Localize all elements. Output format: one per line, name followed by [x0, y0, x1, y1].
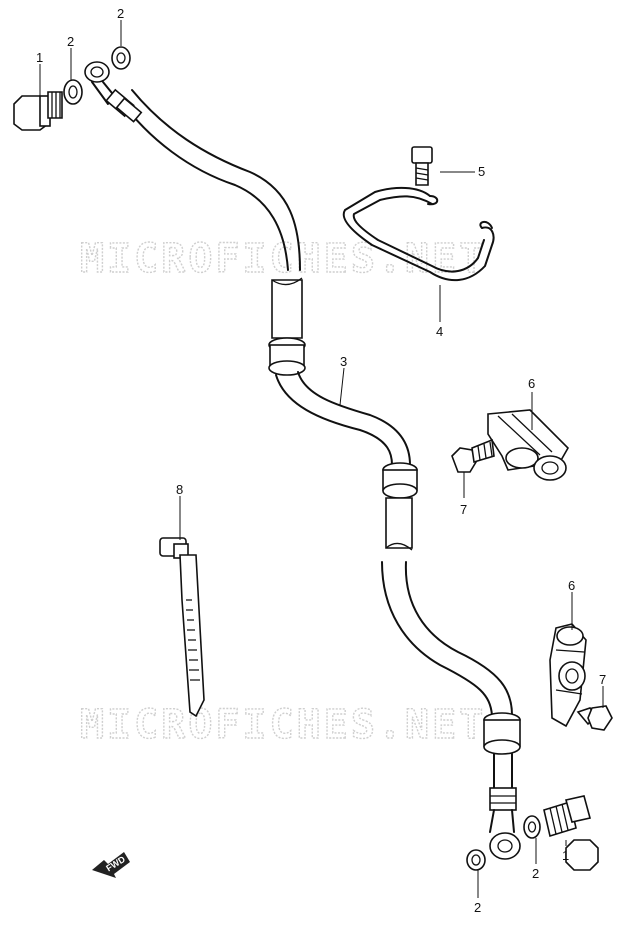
brake-hose: [84, 61, 521, 860]
washer-bottom-a: [523, 815, 541, 839]
hose-clamp-lower: [549, 623, 587, 728]
callout-bolt-top: 1: [36, 50, 43, 65]
callout-washer-bottom-b: 2: [474, 900, 481, 915]
banjo-bolt-bottom: [543, 795, 599, 871]
callout-bolt-lower-clamp: 7: [599, 672, 606, 687]
washer-top-b: [111, 46, 131, 70]
callout-clamp-screw: 5: [478, 164, 485, 179]
callout-hose-clamp-lower: 6: [568, 578, 575, 593]
callout-washer-top-b: 2: [117, 6, 124, 21]
callout-bolt-upper-clamp: 7: [460, 502, 467, 517]
wire-clamp: [342, 186, 495, 282]
washer-top-a: [63, 79, 83, 105]
callout-bolt-bottom: 1: [562, 848, 569, 863]
banjo-fitting-top: [84, 61, 143, 123]
cable-tie: [159, 537, 205, 718]
washer-bottom-b: [466, 849, 486, 871]
callout-hose-clamp-upper: 6: [528, 376, 535, 391]
watermark-lower: MICROFICHES.NET: [80, 702, 486, 748]
banjo-bolt-top: [13, 91, 63, 131]
callout-wire-clamp: 4: [436, 324, 443, 339]
bolt-lower-clamp: [576, 705, 613, 731]
hose-clamp-upper: [487, 409, 569, 481]
bolt-upper-clamp: [451, 438, 495, 473]
callout-brake-hose: 3: [340, 354, 347, 369]
forward-direction-arrow: FWD: [92, 852, 130, 878]
callout-washer-bottom-a: 2: [532, 866, 539, 881]
clamp-screw: [411, 146, 433, 186]
callout-cable-tie: 8: [176, 482, 183, 497]
banjo-fitting-bottom: [489, 787, 521, 860]
callout-washer-top-a: 2: [67, 34, 74, 49]
